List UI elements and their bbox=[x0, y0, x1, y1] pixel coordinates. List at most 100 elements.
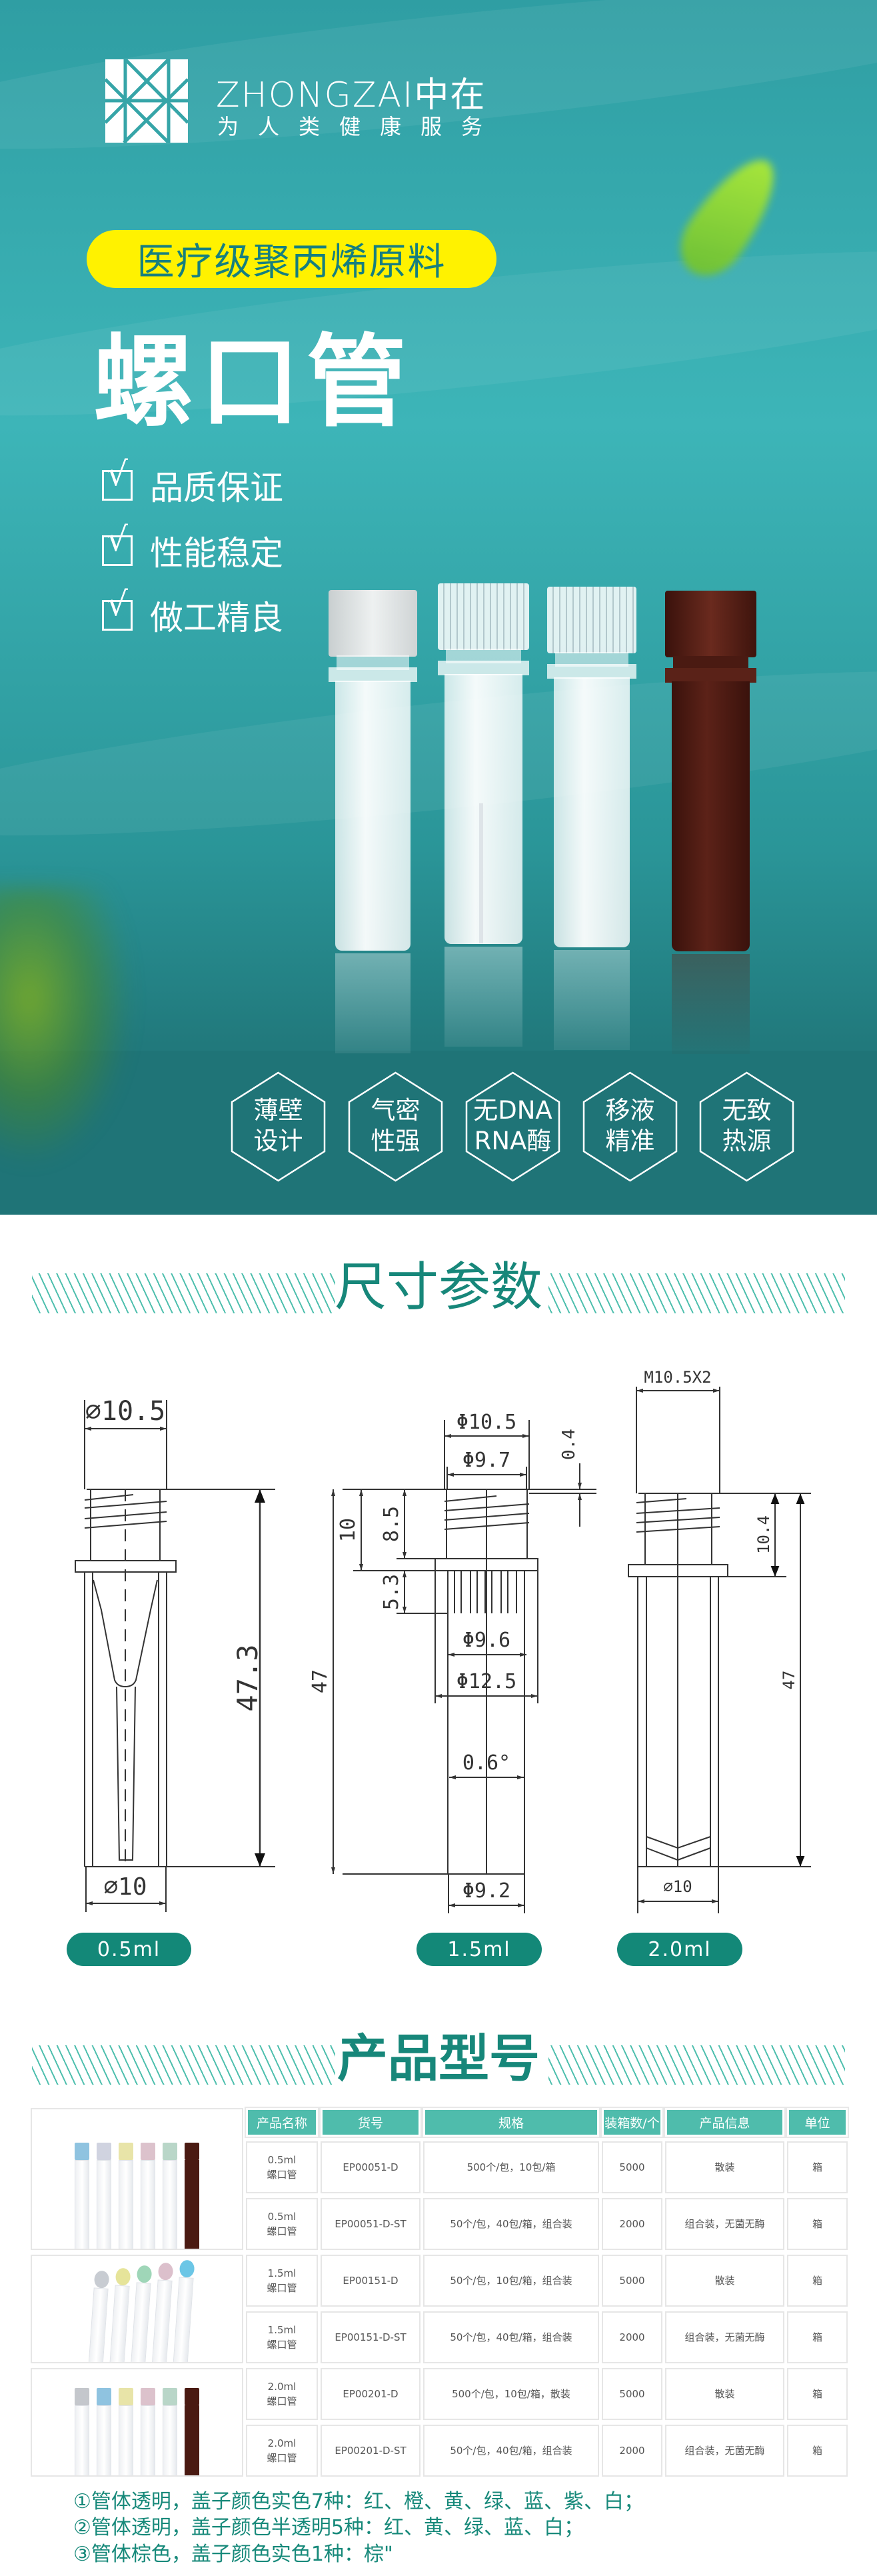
feature-item: √ 品质保证 bbox=[102, 457, 283, 509]
cell-text-vol: 2.0ml bbox=[267, 2381, 297, 2393]
dim-height: 47 bbox=[780, 1671, 798, 1690]
brand-logo-icon bbox=[105, 59, 188, 143]
table-cell-qty: 2000 bbox=[602, 2425, 662, 2477]
column-header-code: 货号 bbox=[319, 2107, 422, 2138]
product-image-1-5ml bbox=[31, 2255, 243, 2363]
table-cell-code: EP00201-D-ST bbox=[321, 2425, 421, 2477]
table-cell-spec: 50个/包，10包/箱，组合装 bbox=[423, 2255, 599, 2307]
cell-text-unit: 箱 bbox=[812, 2445, 822, 2457]
feature-band bbox=[0, 1051, 877, 1215]
table-cell-unit: 箱 bbox=[787, 2141, 848, 2193]
cell-text-spec: 50个/包，10包/箱，组合装 bbox=[450, 2275, 572, 2287]
table-cell-code: EP00201-D bbox=[321, 2368, 421, 2420]
hero-banner: ZHONGZAI中在 为人类健康服务 医疗级聚丙烯原料 螺口管 √ 品质保证 √… bbox=[0, 0, 877, 1215]
table-cell-spec: 500个/包，10包/箱 bbox=[423, 2141, 599, 2193]
cell-text-vol: 2.0ml bbox=[267, 2437, 297, 2449]
cell-text-name: 螺口管 bbox=[267, 2169, 297, 2181]
cell-text-info: 组合装，无菌无酶 bbox=[684, 2331, 765, 2343]
table-cell-name: 2.0ml 螺口管 bbox=[246, 2425, 318, 2477]
volume-label-0-5ml: 0.5ml bbox=[67, 1933, 191, 1966]
dim-thread-spec: M10.5X2 bbox=[644, 1368, 711, 1387]
feature-label: 做工精良 bbox=[150, 599, 283, 637]
product-image-0-5ml bbox=[31, 2108, 243, 2250]
column-header-unit: 单位 bbox=[786, 2107, 849, 2138]
dim-5-3: 5.3 bbox=[380, 1574, 403, 1610]
cell-text-spec: 500个/包，10包/箱 bbox=[466, 2161, 556, 2173]
tube-photo-clear-cap bbox=[547, 587, 636, 1053]
drawing-0-5ml: ⌀10.5 ⌀10 47.3 bbox=[75, 1396, 275, 1912]
cell-text-qty: 2000 bbox=[619, 2445, 645, 2457]
feature-item: √ 性能稳定 bbox=[102, 523, 283, 575]
column-header-name: 产品名称 bbox=[245, 2107, 319, 2138]
cell-text-name: 螺口管 bbox=[267, 2339, 297, 2351]
highlight-thin-wall: 薄壁设计 bbox=[231, 1071, 326, 1182]
section-stripes bbox=[32, 1273, 845, 1313]
table-cell-code: EP00151-D bbox=[321, 2255, 421, 2307]
column-header-qty: 装箱数/个 bbox=[600, 2107, 664, 2138]
highlight-airtight: 气密性强 bbox=[348, 1071, 443, 1182]
cell-text-unit: 箱 bbox=[812, 2161, 822, 2173]
table-cell-name: 1.5ml 螺口管 bbox=[246, 2311, 318, 2363]
section-title-products: 产品型号 bbox=[337, 2029, 540, 2088]
cell-text-qty: 5000 bbox=[619, 2388, 645, 2400]
cell-text-unit: 箱 bbox=[812, 2331, 822, 2343]
product-title: 螺口管 bbox=[93, 325, 414, 441]
cell-text-spec: 50个/包，40包/箱，组合装 bbox=[450, 2445, 572, 2457]
hexagon-icon bbox=[231, 1071, 326, 1182]
dim-8-5: 8.5 bbox=[380, 1506, 403, 1542]
dim-total-height: 47 bbox=[309, 1669, 332, 1693]
cell-text-name: 螺口管 bbox=[267, 2395, 297, 2407]
cell-text-qty: 2000 bbox=[619, 2331, 645, 2343]
tube-photo-brown bbox=[665, 591, 756, 1057]
cell-text-code: EP00201-D-ST bbox=[335, 2445, 407, 2457]
cell-text-vol: 0.5ml bbox=[267, 2154, 297, 2166]
table-cell-unit: 箱 bbox=[787, 2425, 848, 2477]
brand-slogan: 为人类健康服务 bbox=[217, 114, 502, 139]
column-header-spec: 规格 bbox=[422, 2107, 600, 2138]
feature-item: √ 做工精良 bbox=[102, 587, 283, 639]
volume-label-1-5ml: 1.5ml bbox=[417, 1933, 542, 1966]
cell-text-info: 散装 bbox=[714, 2161, 735, 2173]
cell-text-name: 螺口管 bbox=[267, 2452, 297, 2464]
cell-text-code: EP00051-D-ST bbox=[335, 2218, 407, 2230]
cell-text-spec: 50个/包，40包/箱，组合装 bbox=[450, 2331, 572, 2343]
cell-text-vol: 0.5ml bbox=[267, 2211, 297, 2223]
footnote: ②管体透明，盖子颜色半透明5种：红、黄、绿、蓝、白； bbox=[73, 2516, 584, 2539]
cell-text-code: EP00151-D-ST bbox=[335, 2331, 407, 2343]
checkbox-icon: √ bbox=[102, 587, 133, 631]
feature-label: 性能稳定 bbox=[150, 534, 283, 573]
table-cell-info: 组合装，无菌无酶 bbox=[665, 2198, 784, 2250]
table-cell-info: 散装 bbox=[665, 2255, 784, 2307]
tube-photo-white-cap bbox=[329, 590, 417, 1057]
table-cell-qty: 5000 bbox=[602, 2368, 662, 2420]
cell-text-info: 组合装，无菌无酶 bbox=[684, 2218, 765, 2230]
hexagon-icon bbox=[348, 1071, 443, 1182]
cell-text-code: EP00201-D bbox=[343, 2388, 399, 2400]
cell-text-unit: 箱 bbox=[812, 2275, 822, 2287]
feature-label: 品质保证 bbox=[150, 469, 283, 507]
cell-text-qty: 2000 bbox=[619, 2218, 645, 2230]
brand-name: ZHONGZAI中在 bbox=[216, 75, 486, 115]
product-image-2-0ml bbox=[31, 2368, 243, 2477]
table-cell-spec: 500个/包，10包/箱，散装 bbox=[423, 2368, 599, 2420]
dim-10: 10 bbox=[337, 1518, 360, 1542]
cell-text-vol: 1.5ml bbox=[267, 2324, 297, 2336]
dim-top-diameter: ⌀10.5 bbox=[85, 1396, 165, 1427]
highlight-accurate-pipetting: 移液精准 bbox=[582, 1071, 678, 1182]
dimension-drawings: ⌀10.5 ⌀10 47.3 Φ10.5 Φ9.7 0.4 47 10 bbox=[75, 1368, 811, 1913]
dim-d-9-2: Φ9.2 bbox=[462, 1879, 510, 1903]
table-cell-spec: 50个/包，40包/箱，组合装 bbox=[423, 2198, 599, 2250]
dim-bottom-diameter: ⌀10 bbox=[103, 1873, 147, 1901]
drawing-2-0ml: M10.5X2 10.4 47 ⌀10 bbox=[628, 1368, 811, 1913]
hexagon-icon bbox=[582, 1071, 678, 1182]
table-cell-info: 组合装，无菌无酶 bbox=[665, 2311, 784, 2363]
volume-label-2-0ml: 2.0ml bbox=[617, 1933, 742, 1966]
cell-text-code: EP00051-D bbox=[343, 2161, 399, 2173]
footnote: ③管体棕色，盖子颜色实色1种：棕" bbox=[73, 2543, 393, 2566]
table-cell-unit: 箱 bbox=[787, 2255, 848, 2307]
drawing-1-5ml: Φ10.5 Φ9.7 0.4 47 10 8.5 5.3 Φ9.6 Φ12.5 … bbox=[309, 1411, 596, 1913]
table-cell-info: 散装 bbox=[665, 2368, 784, 2420]
footnote: ①管体透明，盖子颜色实色7种：红、橙、黄、绿、蓝、紫、白； bbox=[73, 2490, 644, 2513]
